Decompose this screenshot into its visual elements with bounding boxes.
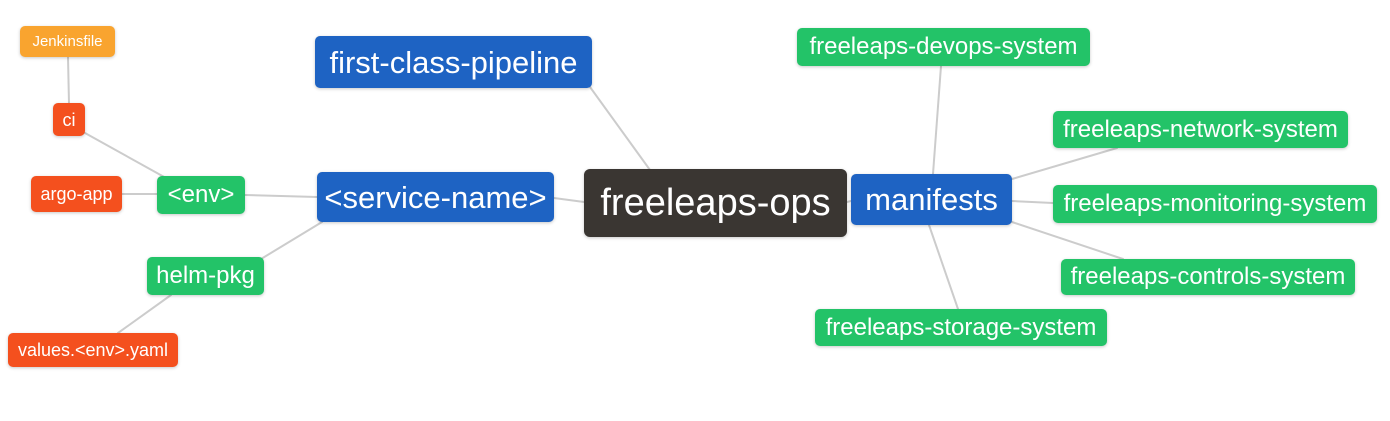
node-first-class-pipeline-label: first-class-pipeline: [329, 44, 578, 80]
node-values-env-yaml-label: values.<env>.yaml: [17, 340, 169, 360]
node-service-name-label: <service-name>: [324, 179, 547, 215]
node-freeleaps-ops-label: freeleaps-ops: [600, 182, 831, 224]
node-values-env-yaml[interactable]: values.<env>.yaml: [8, 333, 178, 367]
edge-service-name-helm-pkg: [260, 221, 323, 260]
edge-env-ci: [84, 132, 167, 179]
node-freeleaps-ops[interactable]: freeleaps-ops: [584, 169, 847, 237]
node-jenkinsfile-label: Jenkinsfile: [32, 33, 103, 50]
node-freeleaps-devops-system-label: freeleaps-devops-system: [809, 33, 1078, 60]
node-jenkinsfile[interactable]: Jenkinsfile: [20, 26, 115, 57]
node-helm-pkg[interactable]: helm-pkg: [147, 257, 264, 295]
node-freeleaps-controls-system-label: freeleaps-controls-system: [1070, 263, 1346, 290]
node-freeleaps-monitoring-system[interactable]: freeleaps-monitoring-system: [1053, 185, 1377, 223]
edge-manifests-network: [1011, 147, 1118, 180]
node-freeleaps-storage-system-label: freeleaps-storage-system: [825, 313, 1097, 341]
node-manifests[interactable]: manifests: [851, 174, 1012, 225]
edge-manifests-devops: [932, 65, 942, 175]
edge-manifests-controls: [1011, 221, 1124, 260]
node-helm-pkg-label: helm-pkg: [156, 262, 255, 289]
node-freeleaps-storage-system[interactable]: freeleaps-storage-system: [815, 309, 1107, 346]
node-freeleaps-network-system[interactable]: freeleaps-network-system: [1053, 111, 1348, 148]
edge-ci-jenkinsfile: [67, 56, 70, 105]
edge-helm-pkg-values: [117, 294, 172, 334]
edge-service-name-env: [244, 194, 318, 198]
node-freeleaps-monitoring-system-label: freeleaps-monitoring-system: [1063, 190, 1367, 217]
edge-manifests-monitoring: [1011, 200, 1054, 204]
node-ci[interactable]: ci: [53, 103, 85, 136]
node-service-name[interactable]: <service-name>: [317, 172, 554, 222]
node-freeleaps-network-system-label: freeleaps-network-system: [1063, 115, 1338, 143]
node-env[interactable]: <env>: [157, 176, 245, 214]
edge-ops-manifests: [846, 200, 852, 203]
node-argo-app-label: argo-app: [40, 184, 113, 204]
edge-manifests-storage: [928, 224, 959, 310]
node-manifests-label: manifests: [865, 182, 998, 217]
edge-ops-service-name: [553, 197, 585, 203]
node-freeleaps-devops-system[interactable]: freeleaps-devops-system: [797, 28, 1090, 66]
node-freeleaps-controls-system[interactable]: freeleaps-controls-system: [1061, 259, 1355, 295]
edge-ops-first-class-pipeline: [589, 86, 651, 171]
node-env-label: <env>: [167, 181, 235, 208]
node-first-class-pipeline[interactable]: first-class-pipeline: [315, 36, 592, 88]
node-ci-label: ci: [62, 109, 76, 130]
node-argo-app[interactable]: argo-app: [31, 176, 122, 212]
